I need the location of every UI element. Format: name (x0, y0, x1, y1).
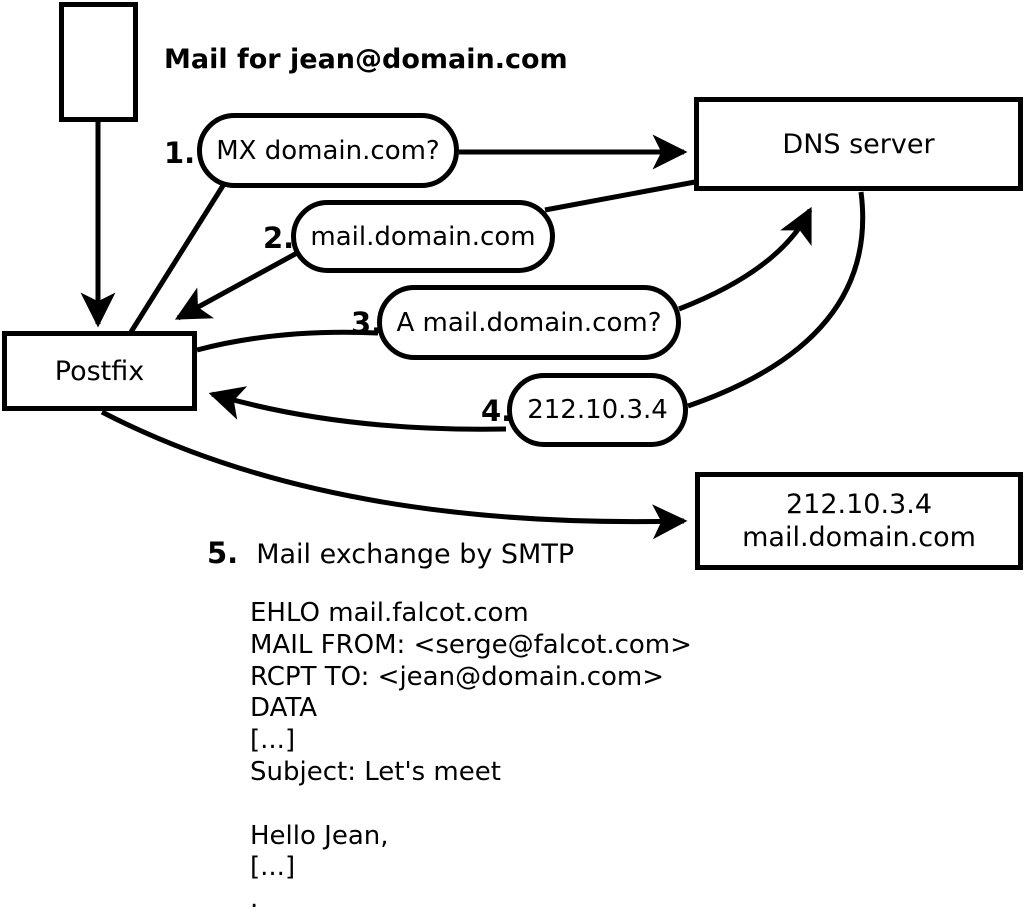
diagram-title: Mail for jean@domain.com (164, 44, 568, 75)
step-1-query-pill: MX domain.com? (197, 113, 459, 188)
arrow-answer2-to-postfix (174, 250, 299, 321)
step-2-answer-pill: mail.domain.com (291, 200, 555, 273)
line-dns-to-answer4 (687, 191, 866, 409)
step-5-label: Mail exchange by SMTP (256, 539, 575, 570)
step-3-query-label: A mail.domain.com? (396, 307, 662, 338)
dns-server-label: DNS server (782, 128, 935, 160)
step-1-number: 1. (164, 136, 196, 170)
step-4-answer-pill: 212.10.3.4 (507, 373, 688, 447)
smtp-transcript: EHLO mail.falcot.com MAIL FROM: <serge@f… (250, 598, 692, 915)
step-5-number: 5. (207, 536, 239, 570)
arrow-answer4-to-postfix (208, 386, 507, 432)
dns-server-node: DNS server (694, 97, 1023, 191)
step-4-answer-label: 212.10.3.4 (527, 395, 668, 425)
step-2-answer-label: mail.domain.com (310, 221, 536, 252)
arrow-query3-to-dns (678, 206, 813, 312)
mail-server-ip: 212.10.3.4 (786, 489, 932, 520)
mail-server-node: 212.10.3.4 mail.domain.com (695, 472, 1023, 570)
step-3-query-pill: A mail.domain.com? (377, 285, 681, 360)
mail-envelope-shape (59, 2, 138, 122)
step-1-query-label: MX domain.com? (216, 135, 440, 166)
arrow-postfix-to-mailserver (100, 409, 688, 540)
mail-server-hostname: mail.domain.com (742, 522, 976, 553)
line-postfix-to-query3 (196, 329, 379, 353)
line-postfix-to-query1 (128, 182, 227, 334)
step-5-caption: 5. Mail exchange by SMTP (207, 536, 574, 570)
postfix-node: Postfix (2, 331, 197, 411)
postfix-label: Postfix (54, 355, 145, 387)
step-2-number: 2. (263, 221, 295, 255)
line-dns-to-answer2 (544, 179, 696, 213)
